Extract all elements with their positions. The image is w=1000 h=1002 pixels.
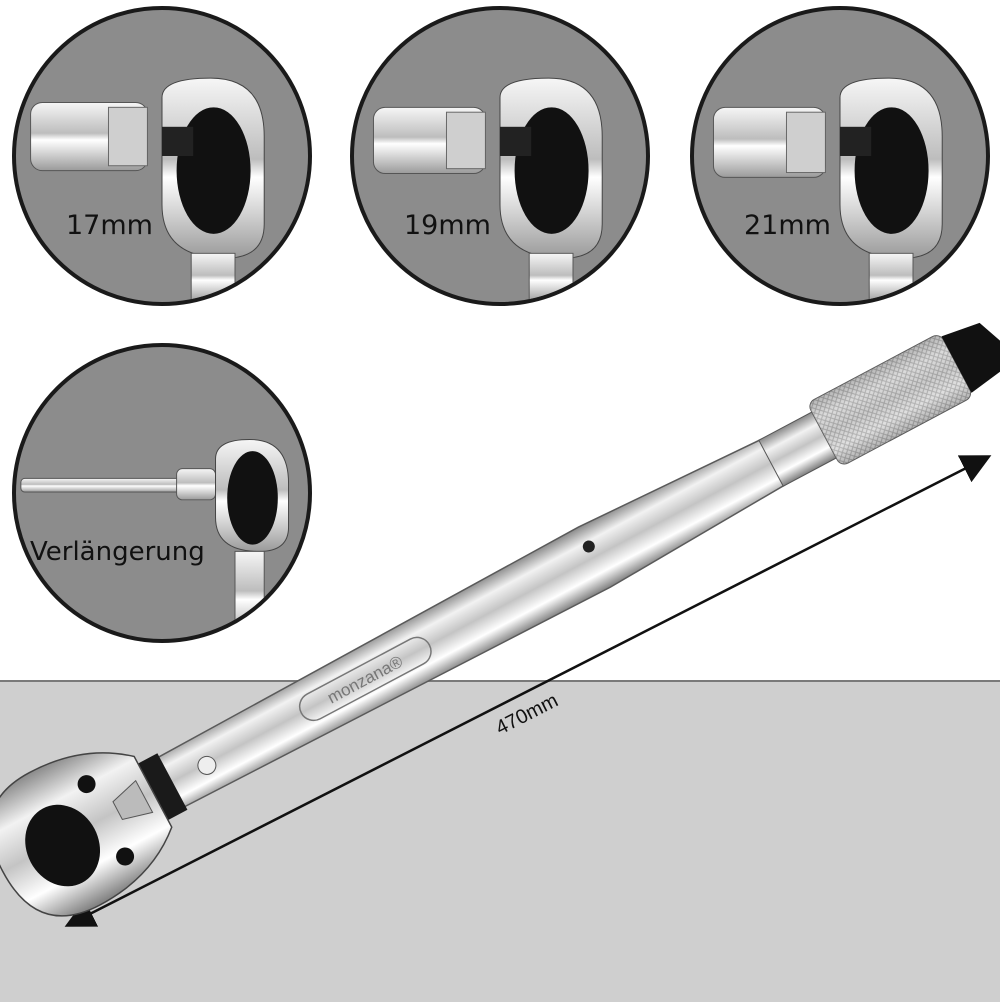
direction-lever xyxy=(112,779,154,821)
socket-ratchet-illustration xyxy=(712,77,943,302)
socket-size-label: 21mm xyxy=(744,210,831,241)
length-label: 470mm xyxy=(492,690,561,740)
ratchet-square-drive xyxy=(25,804,101,887)
head-collar xyxy=(137,753,188,821)
handle-end-cap xyxy=(941,322,1000,393)
socket-size-label: 17mm xyxy=(66,210,153,241)
socket-ratchet-illustration xyxy=(30,77,265,302)
length-dimension-line xyxy=(64,455,992,927)
socket-17mm-inset: 17mm xyxy=(12,6,312,306)
socket-19mm-inset: 19mm xyxy=(350,6,650,306)
socket-21mm-inset: 21mm xyxy=(690,6,990,306)
socket-ratchet-illustration xyxy=(372,77,603,302)
pivot-pin xyxy=(197,755,217,775)
shaft-rivet xyxy=(582,540,595,553)
socket-size-label: 19mm xyxy=(404,210,491,241)
